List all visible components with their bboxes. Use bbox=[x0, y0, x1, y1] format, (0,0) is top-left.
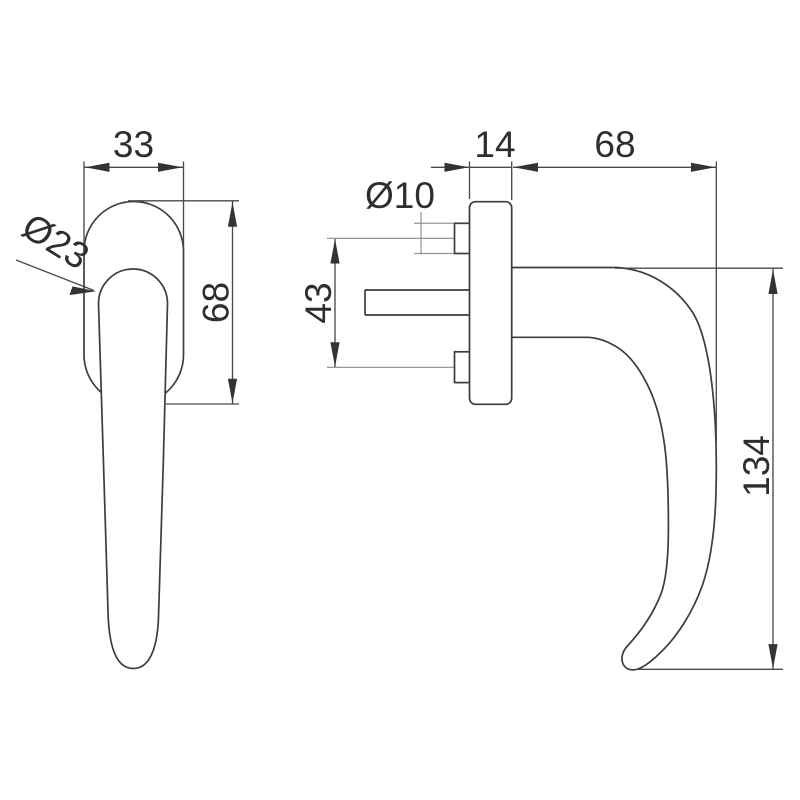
dim-rose-width: 33 bbox=[83, 124, 185, 253]
grip-front-outline bbox=[97, 268, 169, 670]
dim-rose-height: 68 bbox=[128, 200, 239, 405]
arrow-leader bbox=[69, 286, 96, 296]
arrow-down bbox=[227, 378, 238, 404]
arrow-left bbox=[513, 162, 538, 172]
dim-label-rose-width: 33 bbox=[113, 124, 154, 165]
dim-label-rose-depth: 14 bbox=[474, 124, 515, 165]
arrow-right bbox=[158, 162, 183, 172]
front-view: 33 Ø23 68 bbox=[15, 124, 239, 670]
dim-rose-depth: 14 bbox=[431, 124, 516, 200]
arrow-left bbox=[85, 162, 110, 172]
side-view: 14 68 Ø10 43 bbox=[298, 124, 783, 671]
arrow-up bbox=[330, 239, 340, 264]
dim-label-screw-spacing: 43 bbox=[298, 282, 339, 323]
dim-overall-height: 134 bbox=[615, 267, 783, 670]
dim-screw-spacing: 43 bbox=[298, 237, 454, 369]
rose-side-outline bbox=[468, 200, 513, 406]
arrow-down bbox=[768, 644, 778, 669]
dim-label-rose-height: 68 bbox=[196, 282, 237, 323]
dim-boss-diameter: Ø10 bbox=[365, 175, 454, 255]
dim-label-reach: 68 bbox=[594, 124, 635, 165]
arrow-right bbox=[691, 162, 716, 172]
spindle bbox=[364, 289, 471, 316]
screw-boss-top bbox=[453, 222, 471, 255]
dim-label-overall-height: 134 bbox=[736, 435, 777, 497]
arrow-right bbox=[444, 162, 469, 172]
arrow-up bbox=[227, 202, 238, 227]
dim-label-boss-diameter: Ø10 bbox=[365, 175, 435, 216]
dim-reach: 68 bbox=[513, 124, 717, 450]
arrow-down bbox=[330, 342, 340, 367]
screw-boss-bottom bbox=[453, 350, 471, 384]
arrow-up bbox=[768, 269, 778, 294]
handle-side-outline bbox=[510, 266, 718, 671]
